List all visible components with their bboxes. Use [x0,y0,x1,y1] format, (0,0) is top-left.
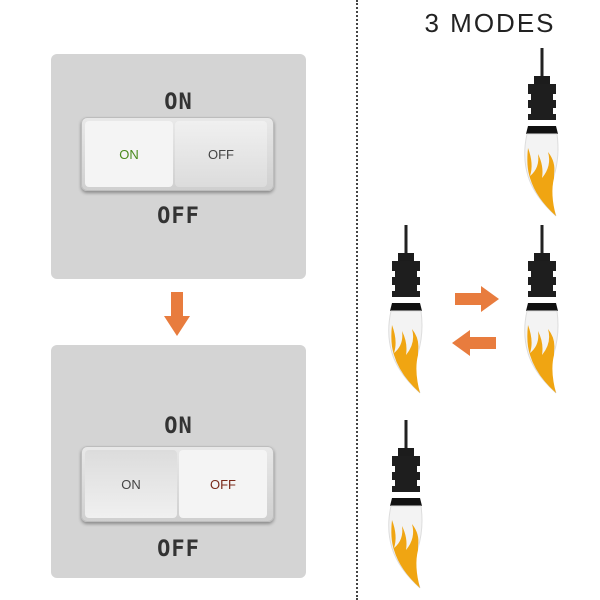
modes-title: 3 MODES [424,8,556,38]
rocker-switch[interactable]: ON OFF [81,117,274,191]
arrow-left-icon [452,330,496,356]
rocker-off-side[interactable]: OFF [175,121,267,187]
switch-panel-on-state: ON ON OFF OFF [51,54,306,279]
rocker-on-side[interactable]: ON [85,121,173,187]
vertical-divider [356,0,358,600]
switch-on-label: ON [164,90,193,115]
switch-panel-off-state: ON ON OFF OFF [51,345,306,578]
flame-bulb-icon [376,225,436,395]
switch-on-label: ON [164,414,193,439]
rocker-on-side[interactable]: ON [85,450,177,518]
flame-bulb-icon [512,48,572,218]
flame-bulb-icon [376,420,436,590]
arrow-down-icon [164,292,190,336]
flame-bulb-icon [512,225,572,395]
rocker-off-side[interactable]: OFF [179,450,267,518]
switch-off-label: OFF [157,204,200,229]
switch-off-label: OFF [157,537,200,562]
arrow-right-icon [455,286,499,312]
rocker-switch[interactable]: ON OFF [81,446,274,522]
